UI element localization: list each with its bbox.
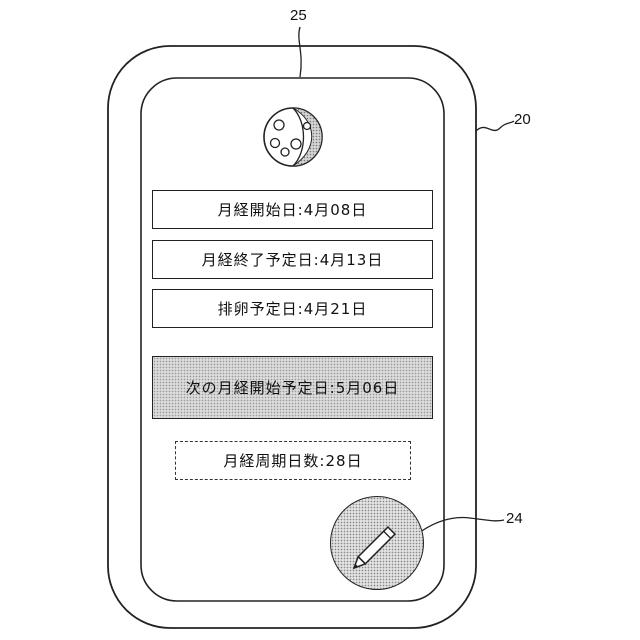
ref-label-device: 20 — [514, 111, 531, 128]
ovulation-text: 排卵予定日:4月21日 — [218, 298, 368, 319]
cycle-length-row: 月経周期日数:28日 — [175, 441, 411, 480]
cycle-length-text: 月経周期日数:28日 — [223, 450, 362, 471]
menstruation-end-row: 月経終了予定日:4月13日 — [152, 240, 433, 279]
menstruation-end-text: 月経終了予定日:4月13日 — [202, 249, 384, 270]
menstruation-start-text: 月経開始日:4月08日 — [218, 199, 368, 220]
ref-label-screen: 25 — [290, 7, 307, 24]
ref-label-edit-button: 24 — [506, 510, 523, 527]
menstruation-start-row: 月経開始日:4月08日 — [152, 190, 433, 229]
leader-line-20 — [476, 121, 514, 131]
moon-phase-icon — [264, 108, 322, 166]
edit-button[interactable] — [330, 496, 424, 590]
ovulation-row: 排卵予定日:4月21日 — [152, 289, 433, 328]
next-menstruation-text: 次の月経開始予定日:5月06日 — [186, 377, 400, 398]
next-menstruation-row: 次の月経開始予定日:5月06日 — [152, 356, 433, 419]
pencil-icon — [331, 497, 425, 591]
